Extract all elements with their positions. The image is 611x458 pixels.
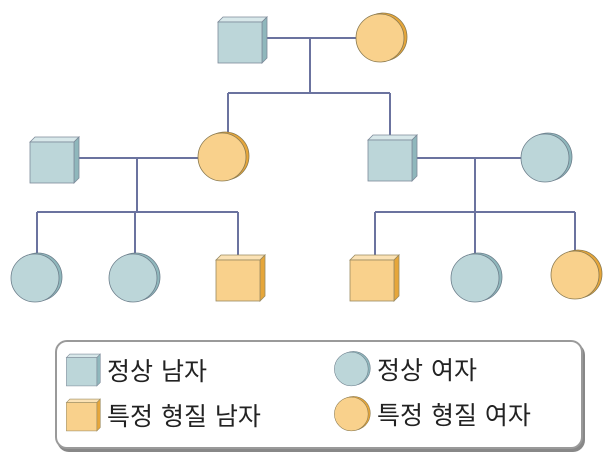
left-mother-trait-female [197,131,250,182]
legend: 정상 남자 정상 여자 특정 형질 남자 특정 형질 여자 [55,340,583,449]
child-normal-female [450,252,503,303]
legend-label: 특정 형질 여자 [377,401,531,430]
child-normal-female [108,252,161,303]
pedigree-chart [10,12,603,303]
right-father-normal-male [367,134,418,182]
legend-label: 특정 형질 남자 [107,402,261,431]
child-trait-female [550,249,603,300]
legend-normal-male: 정상 남자 [65,352,207,388]
connector-lines [36,37,576,256]
grandfather-normal-male [217,16,268,64]
child-normal-female [10,252,63,303]
square-icon [66,398,101,432]
child-trait-male [215,254,266,302]
legend-label: 정상 남자 [107,357,207,386]
legend-trait-female: 특정 형질 여자 [333,395,531,433]
legend-trait-male: 특정 형질 남자 [65,397,261,433]
right-mother-normal-female [520,132,573,183]
child-trait-male [349,254,400,302]
legend-label: 정상 여자 [377,356,477,385]
square-icon [66,353,101,387]
legend-normal-female: 정상 여자 [333,350,477,388]
grandmother-trait-female [355,12,408,63]
circle-icon [334,351,371,387]
circle-icon [334,396,371,432]
left-father-normal-male [29,136,80,184]
